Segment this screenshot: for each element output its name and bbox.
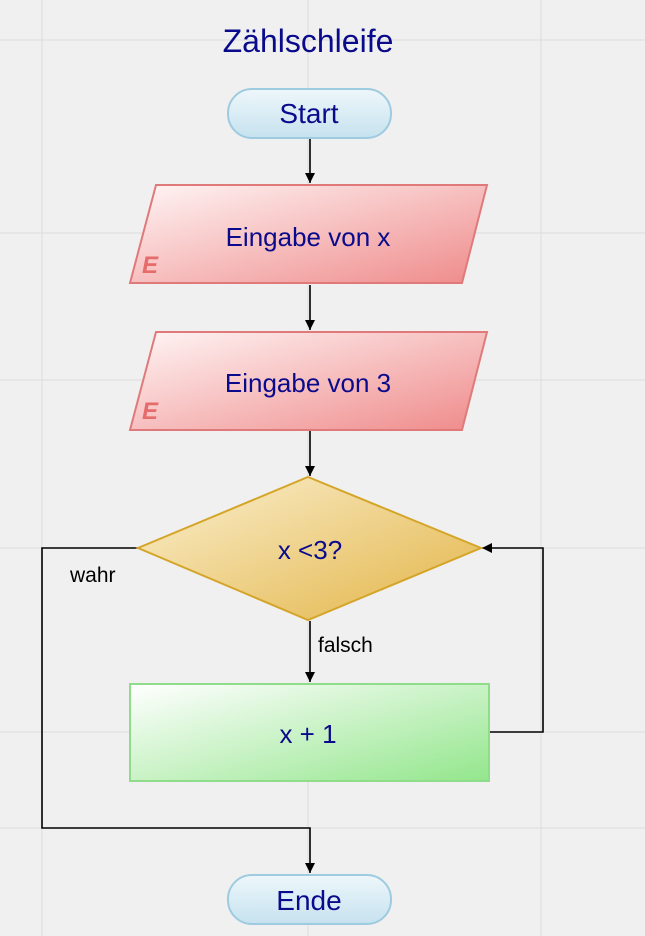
edge-process-loop-back: [482, 543, 544, 733]
end-node[interactable]: Ende: [227, 874, 392, 925]
input-marker-icon: E: [142, 252, 159, 279]
connectors: [41, 138, 544, 873]
decision-label: x <3?: [278, 535, 342, 565]
edge-label-false: falsch: [318, 634, 373, 657]
input-x-node[interactable]: E Eingabe von x: [128, 184, 489, 284]
input-3-node[interactable]: E Eingabe von 3: [128, 331, 489, 431]
input-x-label: Eingabe von x: [226, 222, 391, 252]
input-marker-icon: E: [142, 398, 159, 425]
end-label: Ende: [276, 885, 341, 916]
process-label: x + 1: [279, 719, 336, 749]
start-node[interactable]: Start: [227, 88, 392, 139]
edge-decision-to-end: [41, 547, 315, 873]
diagram-title: Zählschleife: [223, 23, 394, 59]
start-label: Start: [279, 98, 338, 129]
edge-label-true: wahr: [69, 564, 116, 587]
process-node[interactable]: x + 1: [129, 683, 490, 782]
input-3-label: Eingabe von 3: [225, 368, 391, 398]
decision-node[interactable]: x <3?: [135, 475, 484, 622]
